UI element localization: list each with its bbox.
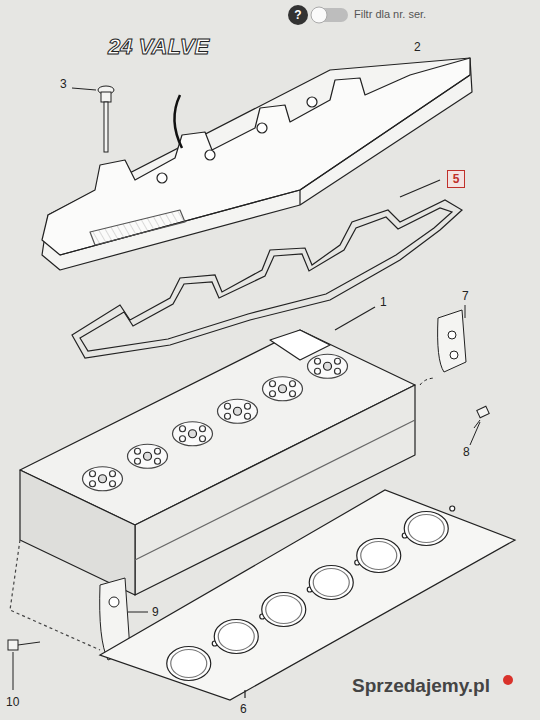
filter-label: Filtr dla nr. ser.: [354, 9, 426, 20]
logo-dot: [503, 675, 513, 685]
node-text: ?: [294, 9, 301, 21]
lifting-eye: [8, 578, 148, 690]
head-gasket: [100, 490, 515, 700]
callout-box: 5: [447, 170, 465, 188]
cover-lettering: 24 VALVE: [108, 36, 209, 58]
watermark: Sprzedajemy.pl: [352, 676, 490, 695]
node-text: 5: [453, 173, 460, 185]
help-icon: ?: [288, 5, 308, 25]
cover-bolt: [72, 86, 114, 152]
cover-gasket: [72, 180, 462, 358]
callout-number: 9: [152, 606, 159, 618]
callout-number: 3: [60, 78, 67, 90]
callout-number: 8: [463, 446, 470, 458]
callout-number: 7: [462, 290, 469, 302]
lifting-eye: [420, 305, 489, 445]
callout-number: 6: [240, 703, 247, 715]
filter-toggle: [311, 7, 348, 23]
valve-cover: [42, 58, 472, 270]
callout-number: 1: [380, 296, 387, 308]
callout-number: 10: [6, 696, 19, 708]
callout-number: 2: [414, 41, 421, 53]
